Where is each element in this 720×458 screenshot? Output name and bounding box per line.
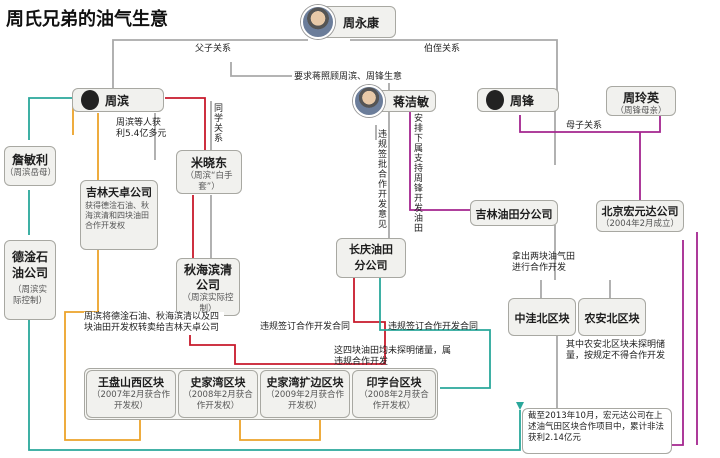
node-mi-xiaodong[interactable]: 米晓东 （周滨“白手套”） <box>176 150 242 194</box>
relation-request-care: 要求蒋照顾周滨、周锋生意 <box>292 72 405 83</box>
node-hongyuanda[interactable]: 北京宏元达公司 （2004年2月成立） <box>596 200 684 232</box>
relation-illegal-approve: 违规签批合作开发意见 <box>378 130 388 230</box>
shijiawan-name: 史家湾区块 <box>190 376 246 389</box>
relation-classmates: 同学关系 <box>214 104 224 144</box>
nongan-north-name: 农安北区块 <box>584 312 640 325</box>
yinzitai-note: （2008年2月获合作开发权） <box>359 390 429 411</box>
mi-xiaodong-name: 米晓东 <box>190 156 227 170</box>
jilin-oilfield-name: 吉林油田分公司 <box>475 208 553 221</box>
node-zhan-minli[interactable]: 詹敏利 （周滨岳母） <box>4 146 56 186</box>
person-icon <box>81 90 99 110</box>
zhou-yongkang-photo <box>301 5 335 39</box>
node-jilin-oilfield[interactable]: 吉林油田分公司 <box>470 200 558 226</box>
mi-xiaodong-note: （周滨“白手套”） <box>185 171 233 192</box>
node-zhongwa-north[interactable]: 中洼北区块 <box>508 298 576 336</box>
jilin-tianzhuo-name: 吉林天卓公司 <box>86 186 152 199</box>
node-zhou-yongkang[interactable]: 周永康 <box>301 5 396 39</box>
relation-not-allowed: 其中农安北区块未探明储量，按规定不得合作开发 <box>566 340 666 361</box>
shijiawan-note: （2008年2月获合作开发权） <box>183 390 253 411</box>
page-title: 周氏兄弟的油气生意 <box>6 9 168 30</box>
zhou-lingying-name: 周玲英 <box>622 91 659 105</box>
relation-profit: 周滨等人获利5.4亿多元 <box>116 118 167 139</box>
hongyuanda-name: 北京宏元达公司 <box>601 205 679 218</box>
node-wangpanshan-west[interactable]: 王盘山西区块 （2007年2月获合作开发权） <box>86 370 176 418</box>
degan-name: 德淦石油公司 <box>11 250 48 280</box>
node-zhou-bin[interactable]: 周滨 <box>72 88 164 112</box>
node-shijiawan-ext[interactable]: 史家湾扩边区块 （2009年2月获合作开发权） <box>260 370 350 418</box>
zhan-minli-note: （周滨岳母） <box>5 168 57 178</box>
relation-uncle-nephew: 伯侄关系 <box>424 44 461 54</box>
zhan-minli-name: 詹敏利 <box>11 153 48 167</box>
wangpanshan-west-name: 王盘山西区块 <box>98 376 164 389</box>
node-nongan-north[interactable]: 农安北区块 <box>578 298 646 336</box>
relation-father-son: 父子关系 <box>195 44 232 54</box>
wangpanshan-west-note: （2007年2月获合作开发权） <box>91 390 171 411</box>
relation-jiang-instruct: 安排下属支持周锋开发油田 <box>414 114 424 234</box>
relation-illegal-contract-a: 违规签订合作开发合同 <box>260 322 351 332</box>
changqing-name: 长庆油田分公司 <box>349 243 393 272</box>
node-zhou-feng[interactable]: 周锋 <box>477 88 559 112</box>
node-yinzitai[interactable]: 印字台区块 （2008年2月获合作开发权） <box>352 370 436 418</box>
degan-note: （周滨实际控制） <box>12 285 47 306</box>
line-purple <box>409 112 698 446</box>
relation-got-two-blocks: 拿出两块油气田进行合作开发 <box>512 252 576 273</box>
node-zhou-lingying[interactable]: 周玲英 （周锋母亲） <box>606 86 676 116</box>
yinzitai-name: 印字台区块 <box>366 376 422 389</box>
summary-box: 截至2013年10月，宏元达公司在上述油气田区块合作项目中，累计非法获利2.14… <box>522 408 672 454</box>
line-teal <box>28 97 521 451</box>
jilin-tianzhuo-note: 获得德淦石油、秋海滨清和四块油田合作开发权 <box>85 201 149 230</box>
node-changqing[interactable]: 长庆油田分公司 <box>336 238 406 278</box>
person-icon <box>486 90 504 110</box>
relation-proven-reserves: 这四块油田均未探明储量，属违规合作开发 <box>334 346 452 367</box>
line-gray-top <box>112 39 558 92</box>
line-orange <box>64 98 321 441</box>
hongyuanda-note: （2004年2月成立） <box>600 219 680 229</box>
line-gray-mid <box>154 101 611 408</box>
shijiawan-ext-note: （2009年2月获合作开发权） <box>265 390 345 411</box>
zhou-lingying-note: （周锋母亲） <box>615 106 667 116</box>
zhou-yongkang-name: 周永康 <box>343 15 380 30</box>
node-qiuhai[interactable]: 秋海滨清公司 （周滨实际控制） <box>176 258 240 316</box>
node-jilin-tianzhuo[interactable]: 吉林天卓公司 获得德淦石油、秋海滨清和四块油田合作开发权 <box>80 180 158 250</box>
node-jiang-jiemin[interactable]: 蒋洁敏 <box>353 85 436 117</box>
node-shijiawan[interactable]: 史家湾区块 （2008年2月获合作开发权） <box>178 370 258 418</box>
relation-mother-son: 母子关系 <box>566 121 603 131</box>
zhongwa-north-name: 中洼北区块 <box>514 312 570 325</box>
qiuhai-name: 秋海滨清公司 <box>183 263 232 292</box>
jiang-jiemin-name: 蒋洁敏 <box>393 94 430 109</box>
jiang-jiemin-photo <box>353 85 385 117</box>
summary-text: 截至2013年10月，宏元达公司在上述油气田区块合作项目中，累计非法获利2.14… <box>528 411 665 443</box>
relation-illegal-contract-b: 违规签订合作开发合同 <box>388 322 479 332</box>
shijiawan-ext-name: 史家湾扩边区块 <box>266 376 344 389</box>
zhou-bin-name: 周滨 <box>105 93 130 108</box>
arrow-teal <box>516 402 524 410</box>
qiuhai-note: （周滨实际控制） <box>182 293 234 314</box>
node-degan[interactable]: 德淦石油公司 （周滨实际控制） <box>4 240 56 320</box>
zhou-feng-name: 周锋 <box>510 93 535 108</box>
relation-transfer: 周滨将德淦石油、秋海滨清以及四块油田开发权转卖给吉林天卓公司 <box>84 312 224 334</box>
